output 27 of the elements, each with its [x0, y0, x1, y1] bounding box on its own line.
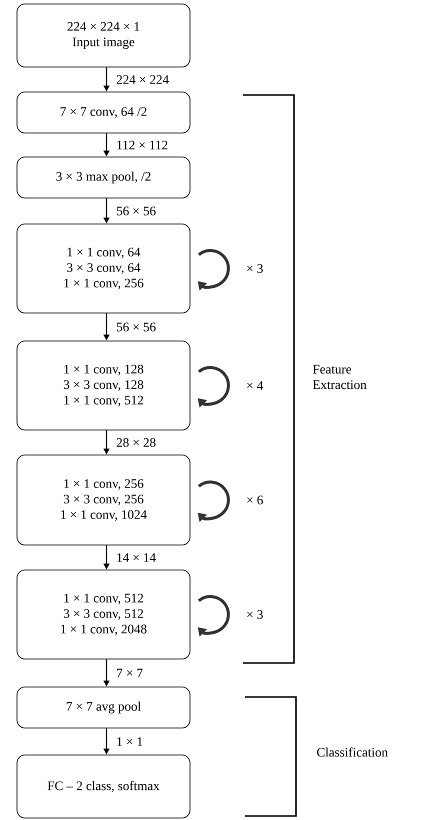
repeat-arrow	[198, 366, 230, 408]
edge-label: 112 × 112	[115, 140, 170, 150]
edge-label: 56 × 56	[115, 322, 158, 332]
edge-label: × 3	[247, 264, 263, 273]
repeat-arrow	[198, 595, 230, 637]
repeat-arrow	[198, 480, 230, 522]
layer-box: FC – 2 class, softmax	[16, 754, 190, 818]
layer-box: 1 × 1 conv, 64 3 × 3 conv, 64 1 × 1 conv, 256	[16, 224, 190, 314]
edge-label: 56 × 56	[115, 206, 158, 216]
layer-box: 1 × 1 conv, 512 3 × 3 conv, 512 1 × 1 conv, 2048	[16, 570, 190, 660]
layer-box: 7 × 7 avg pool	[16, 686, 190, 728]
layer-box: 1 × 1 conv, 256 3 × 3 conv, 256 1 × 1 conv, 1024	[16, 454, 190, 546]
edge-label: 14 × 14	[115, 552, 158, 563]
edge-label: × 4	[247, 381, 264, 390]
layer-box: 3 × 3 max pool, /2	[16, 156, 190, 198]
layer-box: 1 × 1 conv, 128 3 × 3 conv, 128 1 × 1 conv, 512	[16, 340, 190, 430]
layer-box: 224 × 224 × 1 Input image	[16, 4, 190, 68]
edge-label: × 6	[247, 496, 263, 504]
edge-label: 28 × 28	[115, 437, 158, 448]
layer-box: 7 × 7 conv, 64 /2	[16, 92, 190, 134]
repeat-arrow	[198, 249, 230, 291]
edge-label: 224 × 224	[115, 74, 170, 85]
edge-label: × 3	[247, 610, 263, 619]
edge-label: 1 × 1	[115, 736, 144, 747]
edge-label: 7 × 7	[115, 668, 144, 678]
section-label: Feature Extraction	[312, 364, 366, 390]
section-label: Classification	[317, 747, 388, 757]
